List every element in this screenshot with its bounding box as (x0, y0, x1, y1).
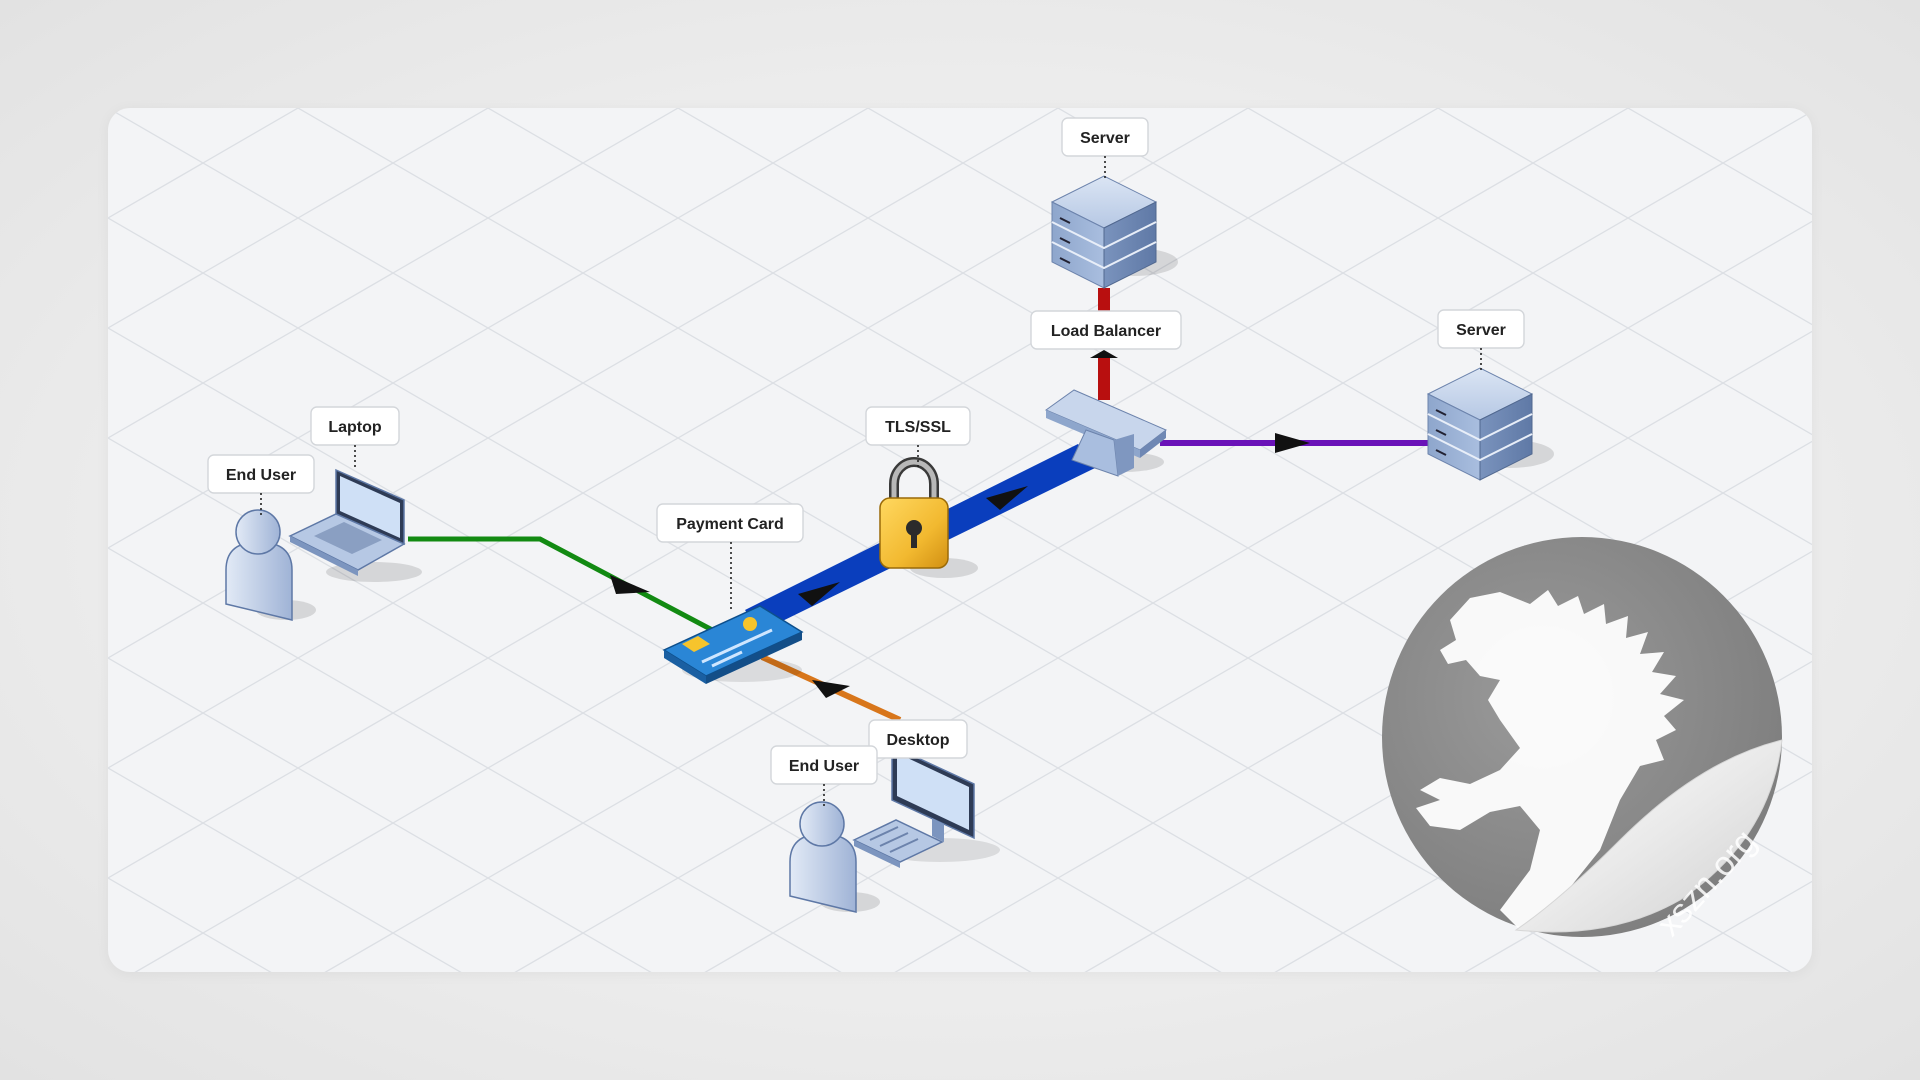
link-lb-server-top-lower (1098, 354, 1110, 400)
laptop-icon[interactable] (288, 468, 422, 582)
desktop-icon[interactable] (852, 744, 1000, 868)
godzilla-sticker-icon: xszn.org (1382, 537, 1783, 943)
sticker-peel-curl (1514, 739, 1783, 933)
user-bottom-icon[interactable] (789, 801, 880, 913)
label-load-balancer: Load Balancer (1030, 310, 1182, 350)
arrow-card-lb-2 (986, 486, 1028, 510)
label-desktop: Desktop (868, 719, 968, 759)
arrow-desktop-card (812, 680, 850, 698)
label-laptop: Laptop (310, 406, 400, 470)
label-load-balancer-text: Load Balancer (1051, 323, 1161, 340)
label-server-top: Server (1061, 117, 1149, 180)
label-payment-card: Payment Card (656, 503, 804, 612)
label-end-user-bottom: End User (770, 745, 878, 806)
label-tls-ssl: TLS/SSL (865, 406, 971, 470)
label-desktop-text: Desktop (886, 732, 949, 749)
arrow-lb-server-top (1090, 350, 1118, 358)
label-server-top-text: Server (1080, 130, 1130, 147)
arrow-laptop-card (610, 575, 650, 594)
label-server-right: Server (1437, 309, 1525, 372)
label-payment-card-text: Payment Card (676, 516, 784, 533)
godzilla-silhouette (1416, 590, 1684, 930)
payment-card-icon[interactable] (662, 605, 804, 684)
label-end-user-left: End User (207, 454, 315, 516)
label-laptop-text: Laptop (328, 419, 382, 436)
padlock-icon[interactable] (879, 457, 978, 578)
link-laptop-card (408, 536, 718, 635)
arrow-card-lb-1 (798, 582, 840, 606)
label-end-user-bottom-text: End User (789, 758, 859, 775)
arrow-lb-server-right (1275, 433, 1310, 453)
server-right-icon[interactable] (1426, 367, 1554, 481)
load-balancer-icon[interactable] (1044, 389, 1167, 477)
link-lb-server-top (1098, 288, 1110, 312)
label-end-user-left-text: End User (226, 467, 296, 484)
server-top-icon[interactable] (1050, 175, 1178, 289)
label-server-right-text: Server (1456, 322, 1506, 339)
user-left-icon[interactable] (225, 509, 316, 621)
label-tls-ssl-text: TLS/SSL (885, 419, 951, 436)
